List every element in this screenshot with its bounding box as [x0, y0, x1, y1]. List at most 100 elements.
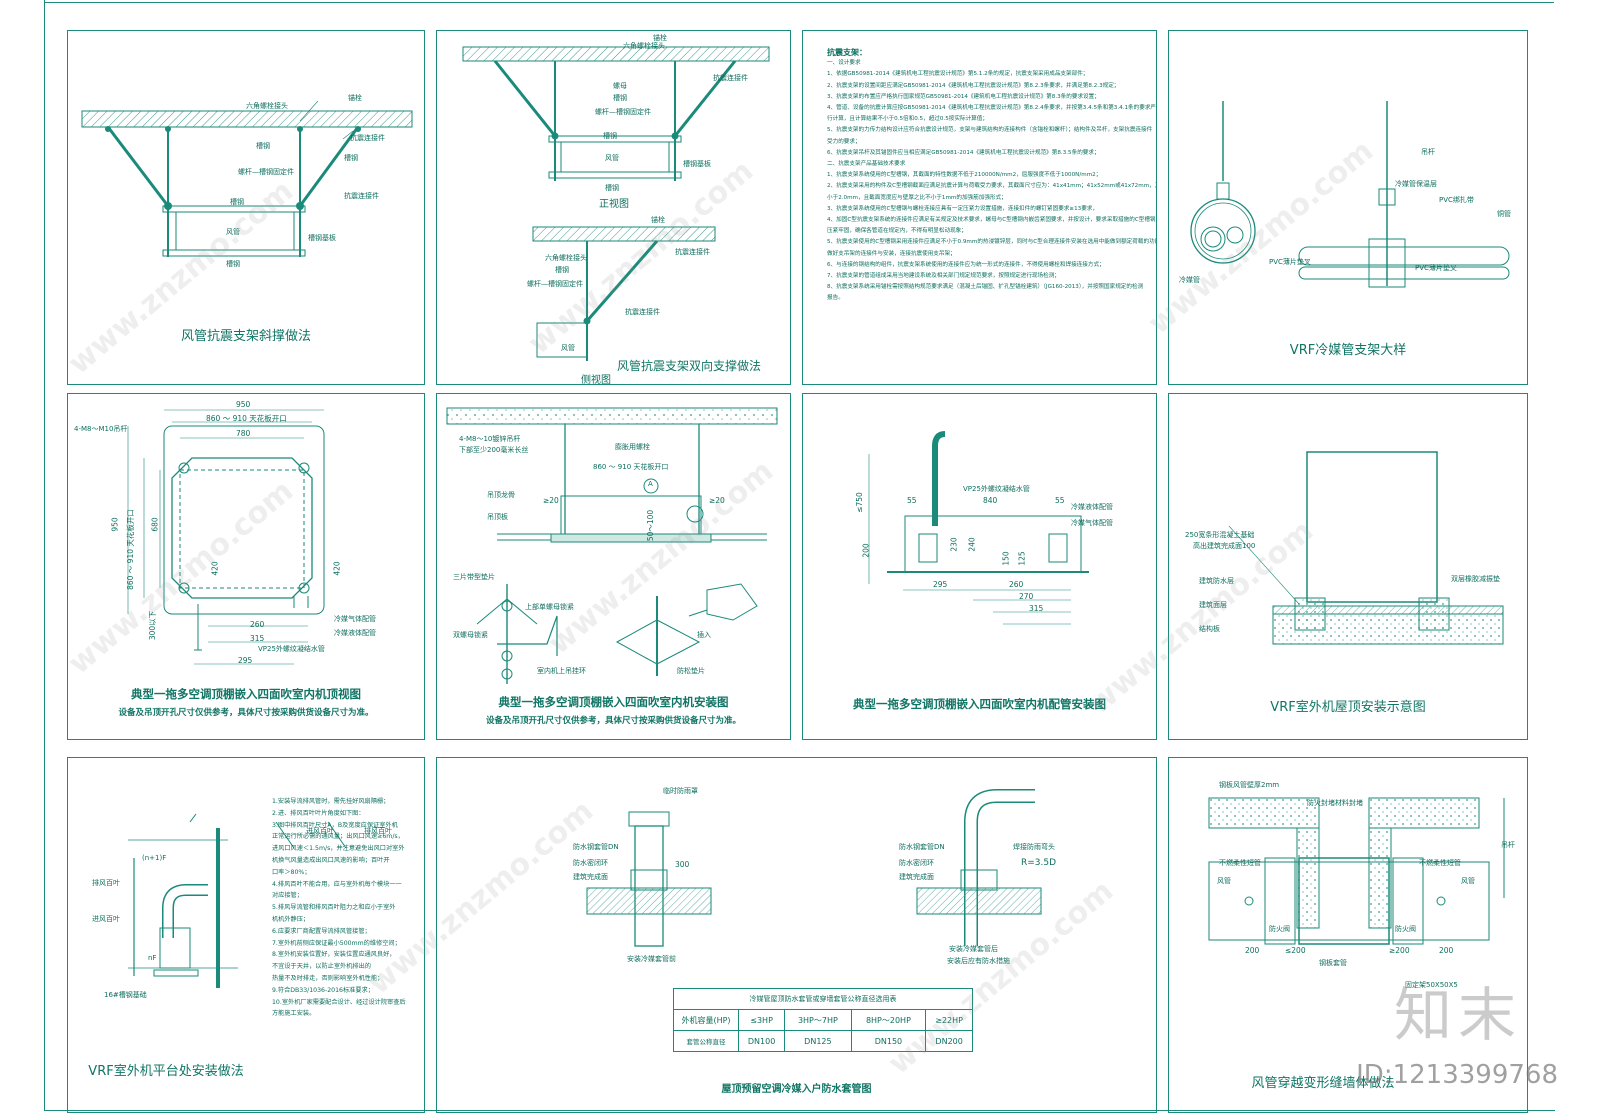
platform-notes: 1.安装导流排风管时，需先挂好风扇隔栅； 2.进、排风百叶叶片角度如下图： 3.… — [272, 796, 406, 1020]
label-concrete-base: 250宽条形混凝土基础 — [1185, 531, 1255, 539]
notes-line: 压紧牢固，确保各管道在规定内，不得有明显松动现象； — [827, 228, 967, 235]
notes-line: 1、依据GB50981-2014《建筑机电工程抗震设计规范》第5.1.2条的规定… — [827, 71, 1089, 78]
label-seismic-connector: 抗震连接件 — [350, 134, 385, 142]
dim-125: 125 — [1017, 551, 1027, 566]
label-channel-4: 槽钢 — [226, 260, 240, 268]
label-channel-3: 槽钢 — [230, 198, 244, 206]
notes-line: 6、与连接的钢结构的组件，抗震支架系统使用的连接件应为统一形式的连接件，不得使用… — [827, 261, 1105, 268]
label-duct-left: 风管 — [1217, 877, 1231, 885]
indoor-unit-top-view-drawing — [127, 409, 325, 665]
dim-270: 270 — [1019, 592, 1034, 601]
label-ceiling-board: 吊顶板 — [487, 513, 508, 521]
notes-line: 7、抗震支架的管道组成采用当地建设系统及相关部门规定规范要求，按照规定进行现场检… — [827, 273, 1060, 280]
dim-radius: R=3.5D — [1021, 858, 1057, 868]
table-cell: DN100 — [737, 1030, 786, 1052]
panel-indoor-unit-top-view: 4-M8～M10吊杆 冷媒气体配管 冷媒液体配管 VP25外螺纹凝结水管 950… — [67, 393, 425, 740]
dim-ge20-left: ≥20 — [543, 496, 559, 505]
label-condensate-pipe: VP25外螺纹凝结水管 — [258, 645, 325, 653]
label-sleeve-dn-right: 防水钢套管DN — [899, 843, 945, 851]
notes-line: 方能施工安装。 — [272, 1010, 316, 1018]
label-three-washers: 三片带型垫片 — [453, 573, 495, 581]
panel-indoor-unit-piping: VP25外螺纹凝结水管 冷媒液体配管 冷媒气体配管 ≤750 55 840 55… — [802, 393, 1157, 740]
label-hanger-rod: 吊杆 — [1421, 148, 1435, 156]
dim-230: 230 — [949, 537, 959, 552]
label-channel-3: 槽钢 — [605, 184, 619, 192]
label-rod-fixer: 螺杆—槽钢固定件 — [595, 108, 651, 116]
notes-line: 4、管道、设备的抗震计算应按GB50981-2014《建筑机电工程抗震设计规范》… — [827, 105, 1157, 112]
notes-line: 3、抗震支架的布置应严格执行国家规范GB50981-2014《建筑机电工程抗震设… — [827, 93, 1100, 100]
label-steel-sleeve: 钢板套管 — [1319, 959, 1347, 967]
dim-55-right: 55 — [1055, 496, 1065, 505]
dim-295: 295 — [933, 580, 948, 589]
table-caption: 冷媒管屋顶防水套管或穿墙套管公称直径选用表 — [673, 988, 973, 1010]
panel-title: 典型一拖多空调顶棚嵌入四面吹室内机顶视图 — [131, 687, 361, 701]
label-fixed-frame: 固定架50X50X5 — [1405, 981, 1458, 989]
label-finish-surface: 建筑完成面 — [573, 873, 608, 881]
dim-300: 300 — [675, 860, 690, 869]
notes-line: 10.室外机厂家需要配合设计、经过设计院审查后 — [272, 998, 406, 1006]
notes-line: 行计算，且计算结果不小于0.5倍和0.5，超过0.5按实际计算值； — [827, 116, 988, 123]
notes-line: 正常运行所必需的通风量；出风口风速≥6m/s， — [272, 833, 404, 841]
label-duct-2: 风管 — [561, 344, 575, 352]
label-damping-pad: 双层橡胶减振垫 — [1451, 575, 1500, 583]
label-floor: nF — [148, 954, 157, 962]
duct-through-joint-drawing — [1208, 797, 1505, 945]
label-welded-elbow: 焊接防雨弯头 — [1013, 843, 1055, 851]
label-hex-bolt: 六角螺栓接头 — [623, 42, 665, 50]
dim-200-left: 200 — [1245, 946, 1260, 955]
dim-315: 315 — [1029, 604, 1044, 613]
label-channel-2: 槽钢 — [344, 154, 358, 162]
label-hanger-rods: 4-M8～10镀锌吊杆 — [459, 435, 521, 443]
notes-line: 报告。 — [827, 295, 844, 302]
label-channel-base: 槽钢基板 — [308, 234, 336, 242]
label-ceiling-keel: 吊顶龙骨 — [487, 491, 515, 499]
notes-line: 8.室外机安装位置好，安装位置应通风良好， — [272, 951, 396, 959]
panel-title: 风管抗震支架斜撑做法 — [180, 329, 311, 344]
label-waterproof: 建筑防水层 — [1199, 577, 1234, 585]
dim-950-left: 950 — [110, 517, 120, 532]
notes-line: 机机外静压； — [272, 915, 310, 923]
label-seismic-connector: 抗震连接件 — [713, 74, 748, 82]
label-rain-cover: 临时防雨罩 — [663, 787, 698, 795]
label-anchor: 锚栓 — [348, 94, 362, 102]
label-rod-fixer: 螺杆—槽钢固定件 — [238, 168, 294, 176]
panel-seismic-notes: 抗震支架： 一、设计要求 1、依据GB50981-2014《建筑机电工程抗震设计… — [802, 30, 1157, 385]
notes-line: 4.排风百叶不能合用，应与室外机每个模块一一 — [272, 880, 402, 888]
label-exhaust-angle: 排风百叶 — [364, 827, 392, 835]
notes-line: 热量不及时排走，否则影响室外机性能； — [272, 974, 384, 982]
table-cell: DN200 — [925, 1030, 973, 1052]
notes-line: 一、设计要求 — [827, 60, 861, 67]
notes-line: 口率＞80%； — [272, 868, 311, 876]
label-pvc-pad: PVC薄片垫叉 — [1269, 258, 1311, 266]
label-firestop: 防火封堵材料封堵 — [1307, 799, 1363, 807]
dim-opening-left: 860 ～ 910 天花板开口 — [125, 509, 135, 590]
front-view-caption: 正视图 — [599, 199, 629, 210]
duct-seismic-bidirectional-drawing — [462, 46, 770, 361]
dim-ge20-right: ≥20 — [709, 496, 725, 505]
label-hanger-rod: 吊杆 — [1501, 841, 1515, 849]
dim-200-right: 200 — [1439, 946, 1454, 955]
label-lock-washer: 防松垫片 — [677, 667, 705, 675]
notes-line: 2、抗震支架的设置间距应满足GB50981-2014《建筑机电工程抗震设计规范》… — [827, 82, 1120, 89]
label-insert: 插入 — [697, 631, 711, 639]
panel-subtitle: 设备及吊顶开孔尺寸仅供参考，具体尺寸按采购供货设备尺寸为准。 — [118, 708, 374, 718]
label-flex-connector-right: 不燃柔性短管 — [1419, 859, 1461, 867]
notes-line: 9.符合DB33/1036-2016标准要求； — [272, 986, 374, 994]
label-structure-slab: 结构板 — [1199, 625, 1220, 633]
dim-780: 780 — [236, 429, 251, 438]
dim-260: 260 — [250, 620, 265, 629]
notes-line: 2、抗震支架采用的构件及C型槽钢截面应满足抗震计算与荷载受力要求，其截面尺寸应为… — [827, 183, 1157, 190]
panel-title: VRF室外机平台处安装做法 — [88, 1064, 244, 1079]
caption-after: 安装冷媒套管后 — [949, 945, 998, 953]
panel-title: 风管抗震支架双向支撑做法 — [617, 359, 762, 373]
label-hanger-rods: 4-M8～M10吊杆 — [74, 425, 128, 433]
notes-line: 5、抗震支架的力传力结构设计应符合抗震设计规范，支架与建筑结构的连接构件（含锚栓… — [827, 127, 1153, 134]
notes-line: 4、加固C型抗震支架系统的连接件应满足有关规定及技术要求，螺母与C型槽钢内嵌齿紧… — [827, 217, 1157, 224]
table-head-diameter: 套管公称直径 — [673, 1030, 739, 1052]
panel-vrf-platform-installation: (n+1)F 排风百叶 进风百叶 nF 16#槽钢基础 进风百叶 排风百叶 1.… — [67, 757, 425, 1113]
notes-line: 3.图中排风百叶尺寸A，B及宽度应保证室外机 — [272, 821, 398, 829]
side-view-caption: 侧视图 — [581, 375, 611, 385]
label-channel-2: 槽钢 — [603, 132, 617, 140]
label-rod-fixer-2: 螺杆—槽钢固定件 — [527, 280, 583, 288]
label-channel-base: 16#槽钢基础 — [104, 991, 147, 999]
